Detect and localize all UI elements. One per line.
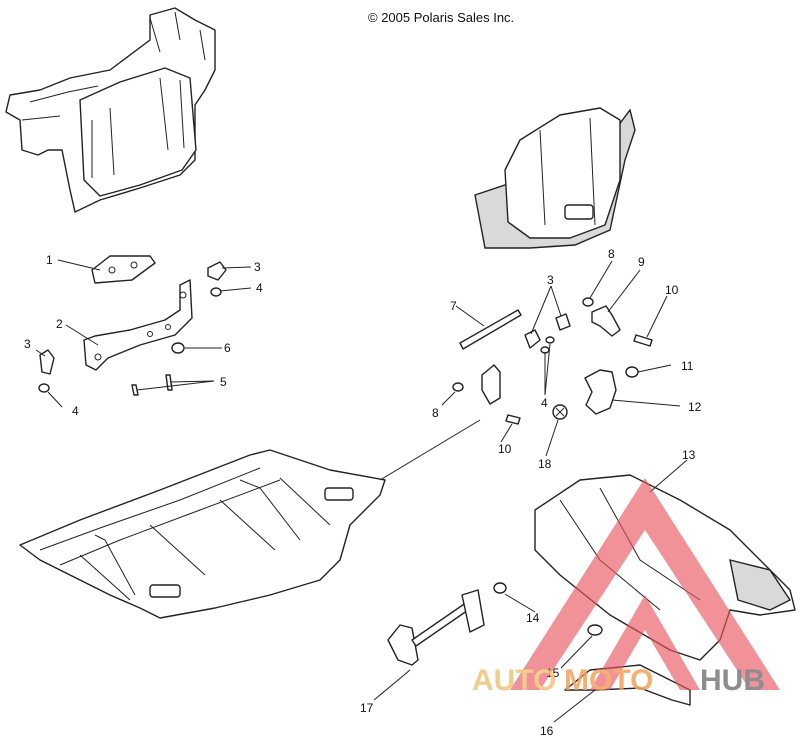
callout-4-c: 4 (541, 396, 548, 410)
callout-13: 13 (682, 448, 696, 462)
nut-part-8-right (582, 297, 594, 307)
bracket-part-9 (591, 305, 621, 337)
callout-2: 2 (56, 317, 63, 331)
seat-frame-base (19, 449, 386, 619)
bracket-part-17 (387, 589, 485, 666)
pin-part-5 (131, 374, 173, 396)
watermark-word-moto: MOTO (564, 664, 653, 697)
copyright-text: © 2005 Polaris Sales Inc. (368, 10, 515, 25)
callout-10-b: 10 (498, 442, 512, 456)
watermark-triangle-icon (510, 478, 780, 690)
callout-3-c: 3 (547, 273, 554, 287)
bracket-part-left-of-7 (481, 364, 501, 405)
callout-16: 16 (540, 724, 554, 738)
callout-4-a: 4 (256, 281, 263, 295)
nut-part-11 (625, 366, 639, 378)
rear-backrest-assembly (5, 7, 216, 213)
callout-3-a: 3 (254, 260, 261, 274)
rod-part-7 (459, 309, 522, 350)
callout-14: 14 (526, 611, 540, 625)
leader-lines (35, 259, 688, 723)
callout-1: 1 (46, 253, 53, 267)
nut-part-8-left (452, 382, 464, 392)
watermark-word-auto: AUTO (472, 664, 556, 697)
clip-part-14 (493, 582, 507, 594)
callout-8-a: 8 (608, 247, 615, 261)
latch-part-12 (584, 369, 617, 415)
nut-part-15 (587, 624, 603, 636)
callout-7: 7 (450, 299, 457, 313)
callout-17: 17 (360, 701, 374, 715)
callout-5: 5 (220, 375, 227, 389)
spring-part-18 (552, 404, 568, 420)
callout-labels: 1 2 3 3 3 4 4 4 5 6 7 8 8 9 10 10 11 12 … (24, 247, 702, 738)
nut-part-6 (171, 342, 185, 354)
clip-part-3-left (39, 261, 227, 375)
callout-18: 18 (538, 457, 552, 471)
callout-11: 11 (681, 359, 694, 373)
callout-3-b: 3 (24, 337, 31, 351)
callout-6: 6 (224, 341, 231, 355)
callout-9: 9 (638, 255, 645, 269)
watermark-word-hub: HUB (700, 664, 765, 697)
screw-part-4-right (540, 336, 555, 354)
callout-8-b: 8 (432, 406, 439, 420)
bracket-part-2 (83, 279, 193, 371)
bolt-part-10 (505, 334, 653, 425)
screw-part-4-left (38, 287, 222, 393)
callout-10-a: 10 (665, 283, 679, 297)
bracket-part-1 (91, 255, 156, 284)
front-backrest (474, 107, 636, 249)
callout-4-b: 4 (72, 404, 79, 418)
automotohub-watermark: AUTO MOTO HUB (472, 478, 780, 697)
callout-12: 12 (688, 400, 702, 414)
